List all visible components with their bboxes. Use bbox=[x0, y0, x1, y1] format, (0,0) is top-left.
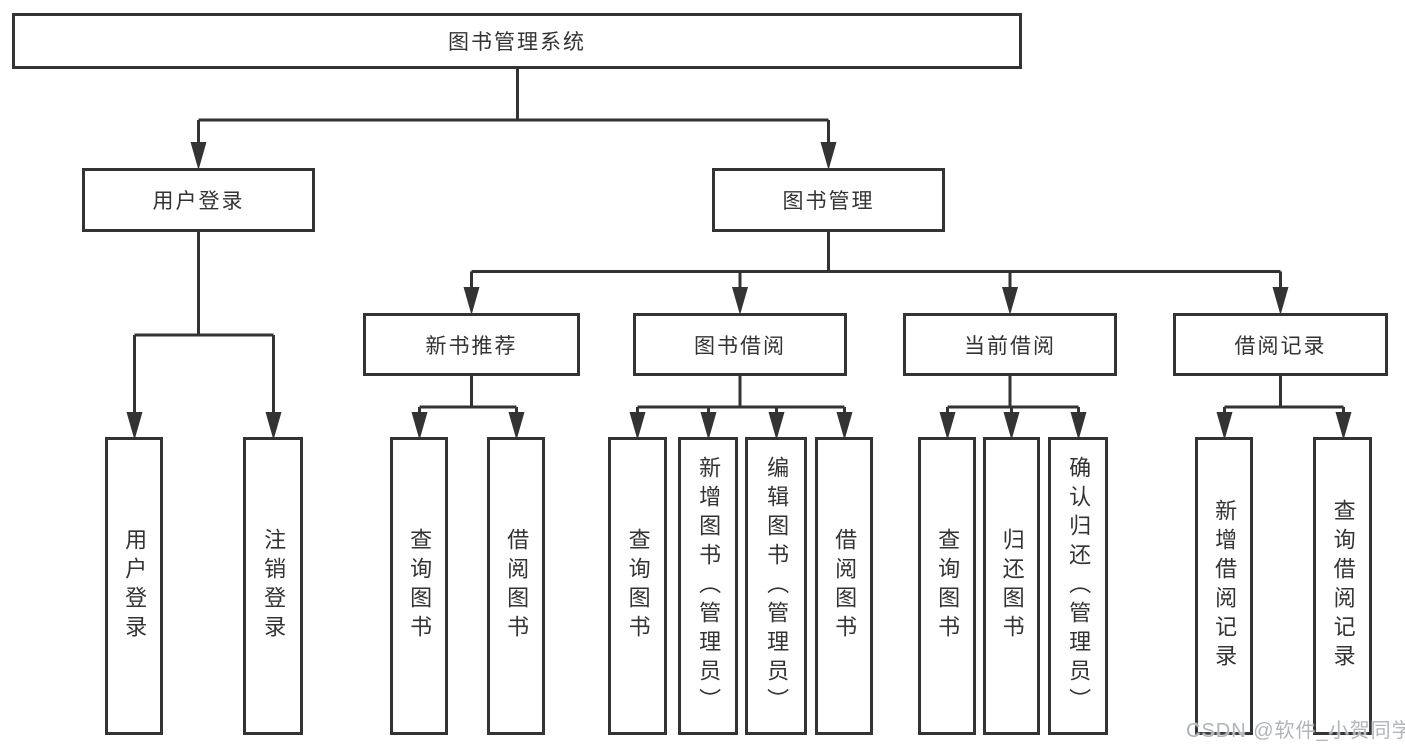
edge-bookborrow-to-leaves bbox=[636, 375, 846, 412]
leaf-query-books-current: 查询图书 bbox=[918, 437, 976, 735]
arrow-icon bbox=[1216, 412, 1233, 440]
arrow-icon bbox=[939, 412, 956, 440]
arrow-icon bbox=[1272, 287, 1289, 315]
node-label: 新增图书（管理员） bbox=[696, 455, 722, 717]
edge-bookmgmt-to-level3 bbox=[470, 232, 1282, 287]
arrow-icon bbox=[732, 287, 748, 315]
arrow-icon bbox=[836, 412, 853, 440]
node-label: 用户登录 bbox=[122, 528, 148, 644]
edge-userlogin-to-leaves bbox=[133, 232, 275, 412]
node-root-system: 图书管理系统 bbox=[12, 13, 1022, 69]
node-borrowing-records: 借阅记录 bbox=[1173, 313, 1388, 376]
node-label: 图书管理 bbox=[782, 190, 875, 213]
leaf-edit-books-admin: 编辑图书（管理员） bbox=[745, 437, 807, 735]
arrow-icon bbox=[629, 412, 646, 440]
node-current-borrowing: 当前借阅 bbox=[903, 313, 1117, 376]
leaf-user-login: 用户登录 bbox=[105, 437, 163, 735]
node-label: 查询图书 bbox=[407, 528, 433, 644]
leaf-logout: 注销登录 bbox=[243, 437, 303, 735]
node-label: 借阅记录 bbox=[1234, 334, 1327, 358]
node-label: 编辑图书（管理员） bbox=[764, 455, 790, 717]
arrow-icon bbox=[190, 142, 207, 170]
node-label: 当前借阅 bbox=[964, 334, 1056, 358]
leaf-query-borrow-record: 查询借阅记录 bbox=[1313, 437, 1372, 735]
node-label: 新增借阅记录 bbox=[1212, 499, 1238, 673]
arrow-icon bbox=[768, 412, 785, 440]
edge-root-to-level2 bbox=[197, 69, 830, 142]
edge-newbook-to-leaves bbox=[418, 375, 518, 412]
node-label: 图书借阅 bbox=[694, 334, 786, 358]
node-label: 新书推荐 bbox=[425, 334, 518, 358]
node-label: 借阅图书 bbox=[832, 528, 858, 644]
arrow-icon bbox=[1003, 412, 1020, 440]
leaf-add-borrow-record: 新增借阅记录 bbox=[1195, 437, 1253, 735]
leaf-borrow-books: 借阅图书 bbox=[815, 437, 873, 735]
node-label: 查询借阅记录 bbox=[1330, 499, 1356, 673]
arrow-icon bbox=[820, 142, 837, 170]
arrow-icon bbox=[265, 412, 282, 440]
csdn-watermark: CSDN @软件_小贺同学 bbox=[1186, 720, 1405, 742]
node-label: 注销登录 bbox=[261, 528, 287, 644]
leaf-add-books-admin: 新增图书（管理员） bbox=[678, 437, 738, 735]
node-label: 借阅图书 bbox=[504, 528, 530, 644]
leaf-return-books: 归还图书 bbox=[983, 437, 1040, 735]
leaf-borrow-books-newbook: 借阅图书 bbox=[487, 437, 545, 735]
arrow-icon bbox=[126, 412, 143, 440]
edge-borrowrecord-to-leaves bbox=[1223, 375, 1345, 412]
arrow-icon bbox=[1335, 412, 1352, 440]
node-new-book-recommend: 新书推荐 bbox=[363, 313, 580, 376]
node-label: 查询图书 bbox=[625, 528, 651, 644]
arrow-icon bbox=[1002, 287, 1018, 315]
arrow-icon bbox=[700, 412, 717, 440]
arrow-icon bbox=[463, 287, 480, 315]
arrow-icon bbox=[1070, 412, 1087, 440]
node-label: 确认归还（管理员） bbox=[1066, 455, 1092, 717]
arrow-icon bbox=[411, 412, 428, 440]
leaf-confirm-return-admin: 确认归还（管理员） bbox=[1048, 437, 1108, 735]
node-label: 归还图书 bbox=[999, 528, 1025, 644]
edge-currentborrow-to-leaves bbox=[946, 375, 1080, 412]
leaf-query-books-borrow: 查询图书 bbox=[608, 437, 667, 735]
arrow-icon bbox=[508, 412, 525, 440]
node-label: 图书管理系统 bbox=[448, 31, 586, 54]
node-label: 查询图书 bbox=[935, 528, 961, 644]
node-book-management: 图书管理 bbox=[712, 168, 945, 232]
node-book-borrowing: 图书借阅 bbox=[633, 313, 847, 376]
node-label: 用户登录 bbox=[152, 190, 245, 213]
leaf-query-books-newbook: 查询图书 bbox=[390, 437, 448, 735]
node-user-login: 用户登录 bbox=[82, 168, 315, 232]
arrowheads bbox=[126, 142, 1352, 440]
